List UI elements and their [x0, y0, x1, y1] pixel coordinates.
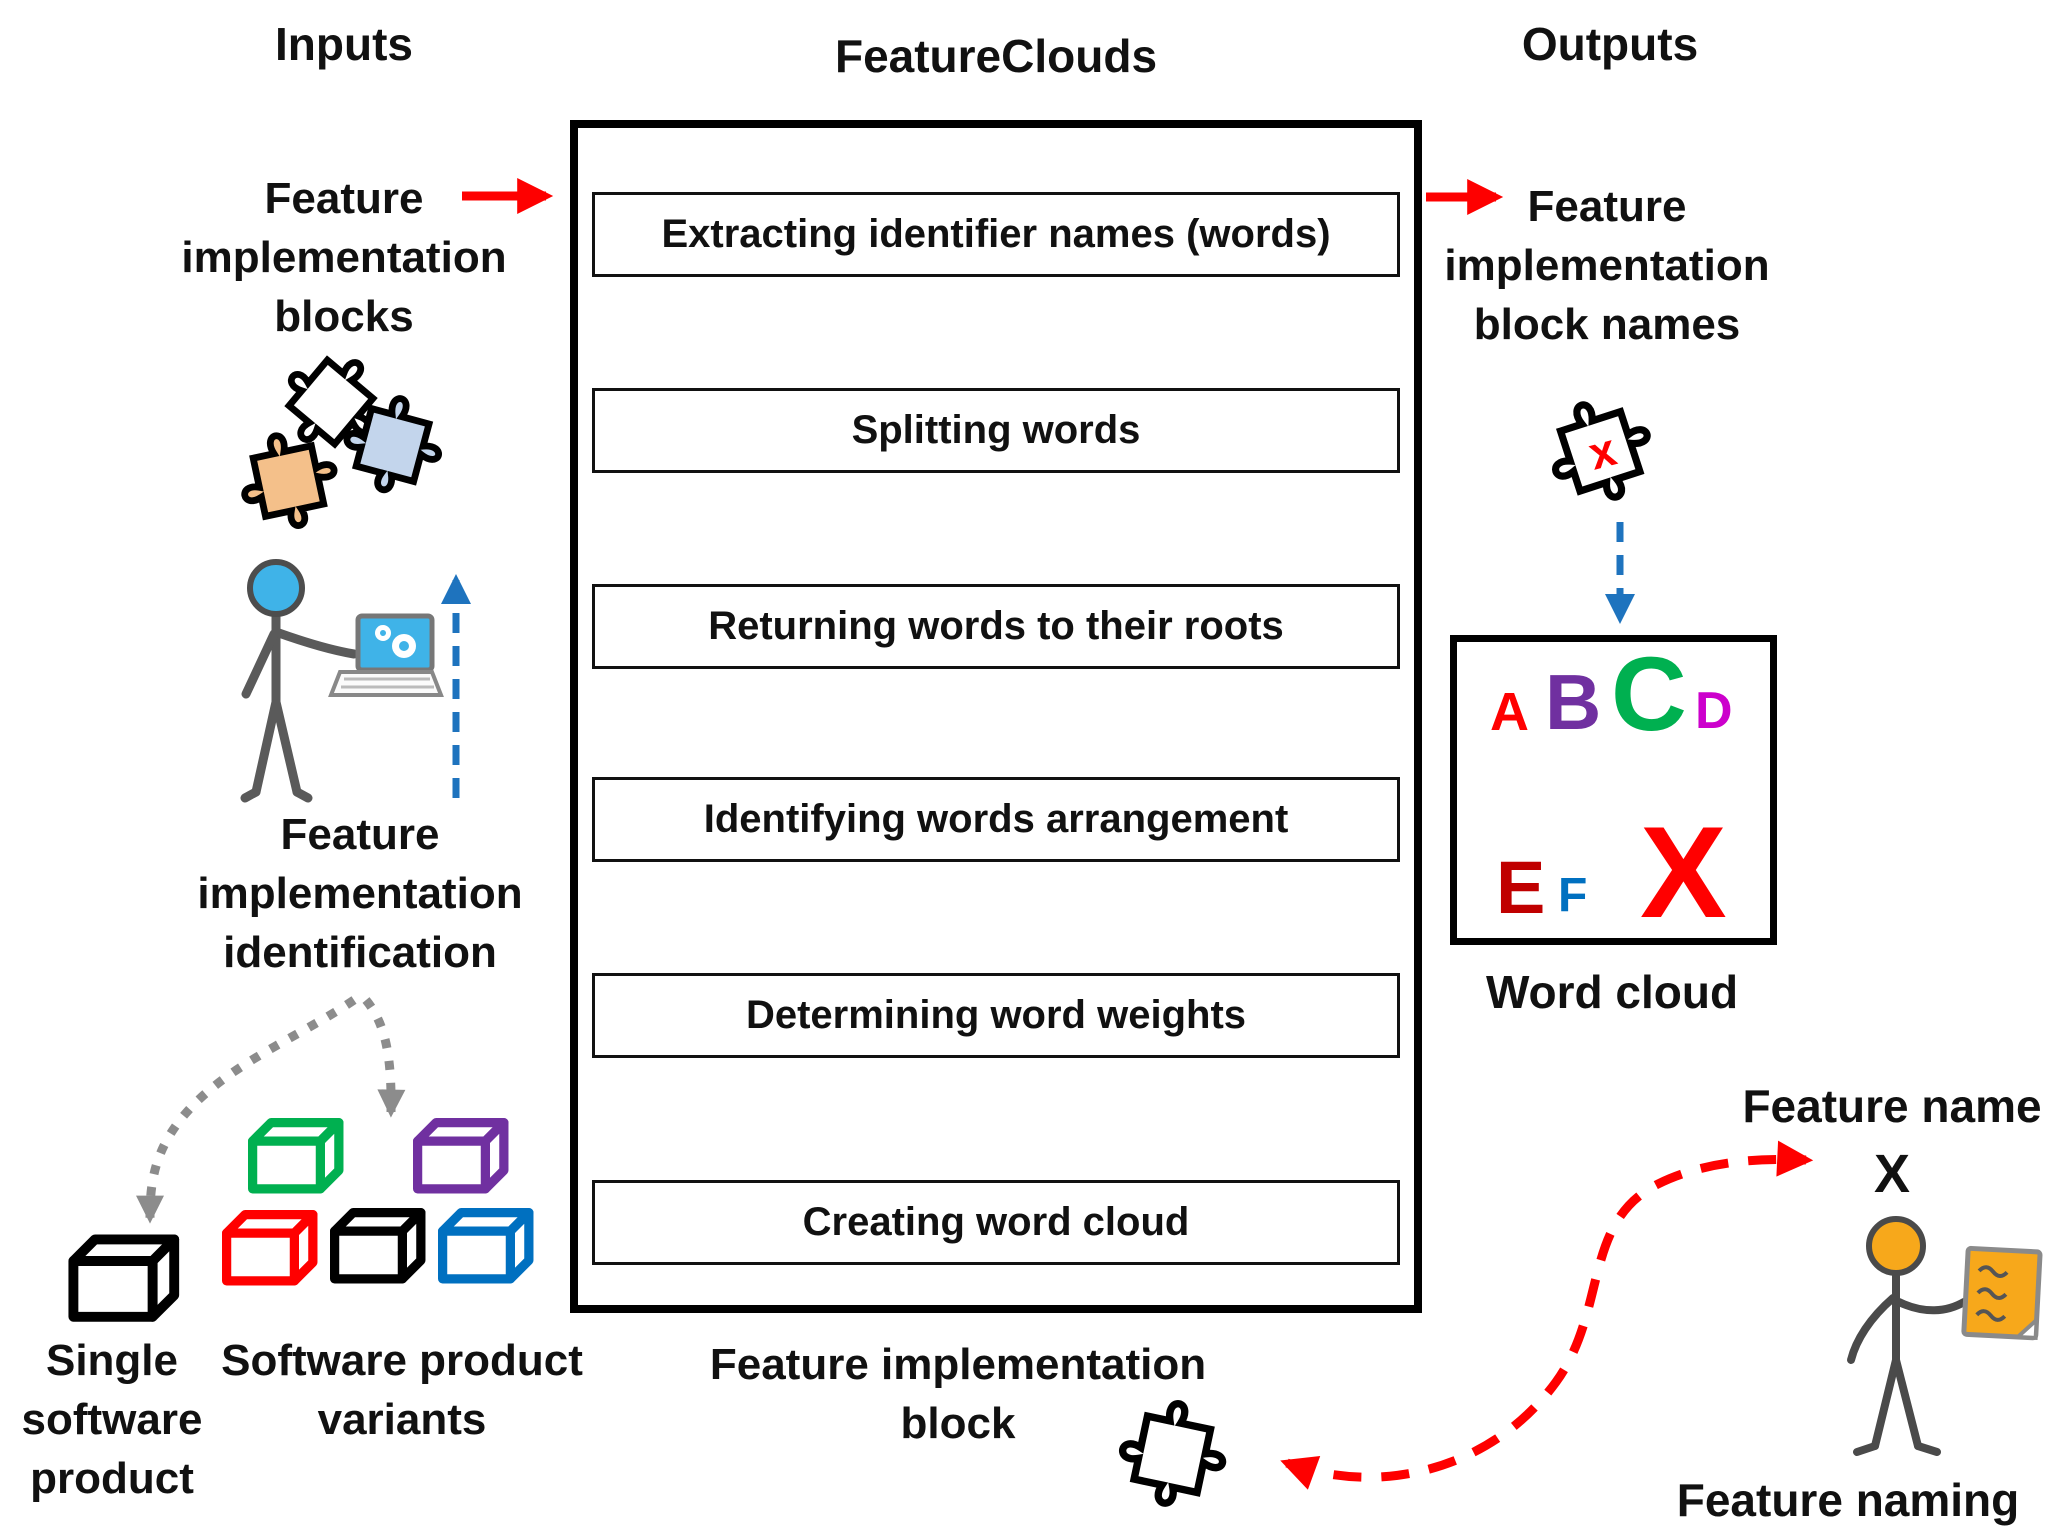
variant-cube-red-icon — [227, 1215, 313, 1281]
variant-cube-green-icon — [253, 1123, 339, 1189]
feature-block-puzzle-icon — [1114, 1394, 1233, 1513]
named-block-puzzle-icon: x — [1539, 389, 1663, 513]
document-icon — [1961, 1245, 2043, 1341]
feature-blocks-puzzle-icon — [234, 337, 450, 536]
identification-source-arrows — [136, 996, 406, 1224]
feature-naming-person-icon — [1847, 1216, 2043, 1456]
dotted-arrow-variants-icon — [362, 997, 406, 1118]
variant-cube-purple-icon — [418, 1123, 504, 1189]
dotted-arrow-single-product-icon — [136, 996, 357, 1224]
software-products-cubes — [73, 1123, 528, 1317]
laptop-icon — [328, 613, 444, 697]
feature-naming-curve-arrow-icon — [1280, 1140, 1814, 1490]
single-product-cube-icon — [73, 1239, 174, 1316]
identification-person-icon — [240, 559, 444, 803]
variant-cube-blue-icon — [443, 1213, 529, 1279]
variant-cube-black-icon — [335, 1213, 421, 1279]
